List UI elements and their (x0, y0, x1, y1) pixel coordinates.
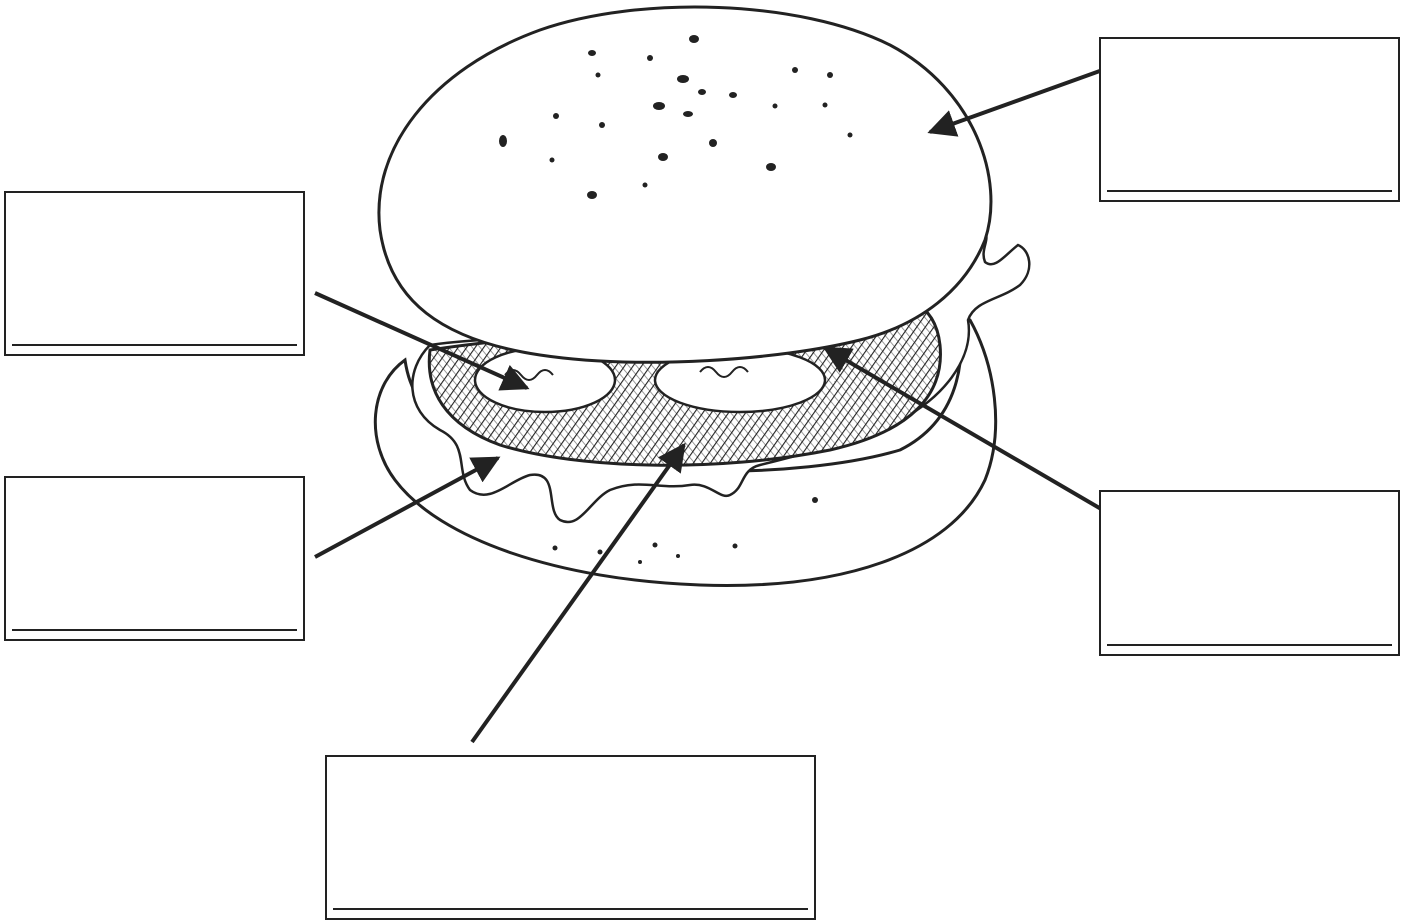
arrow-patty-bottom (470, 442, 686, 744)
arrow-tomato (314, 291, 530, 391)
label-box-lettuce[interactable] (4, 476, 305, 641)
answer-line (1107, 644, 1392, 646)
answer-line (12, 629, 297, 631)
arrow-patty-right (822, 346, 1122, 522)
label-box-tomato[interactable] (4, 191, 305, 356)
answer-line (333, 908, 808, 910)
answer-line (1107, 190, 1392, 192)
arrow-lettuce (314, 456, 501, 559)
label-box-top-bun[interactable] (1099, 37, 1400, 202)
top-bun (377, 5, 993, 364)
leader-lines (314, 61, 1123, 744)
answer-line (12, 344, 297, 346)
label-box-patty-right[interactable] (1099, 490, 1400, 656)
label-box-patty-bottom[interactable] (325, 755, 816, 920)
arrow-top-bun (927, 61, 1123, 137)
